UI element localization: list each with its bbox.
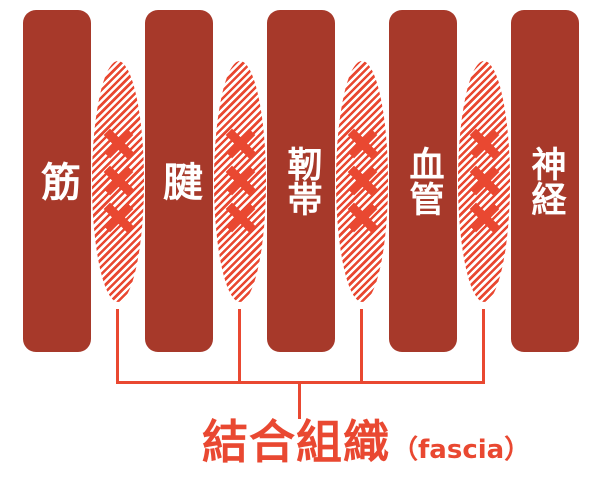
fascia-band bbox=[336, 61, 388, 302]
caption-sub: （fascia） bbox=[392, 435, 531, 465]
bar-nerve: 神経 bbox=[511, 10, 579, 352]
bracket-tick bbox=[482, 309, 485, 381]
x-mark-icon bbox=[102, 201, 135, 234]
x-mark-icon bbox=[346, 201, 379, 234]
bar-muscle-label: 筋 bbox=[34, 161, 80, 201]
x-mark-icon bbox=[468, 164, 501, 197]
x-mark-icon bbox=[102, 164, 135, 197]
bar-nerve-label: 神経 bbox=[525, 146, 566, 216]
x-mark-icon bbox=[468, 201, 501, 234]
x-mark-icon bbox=[346, 164, 379, 197]
bracket-tick bbox=[238, 309, 241, 381]
fascia-band bbox=[214, 61, 266, 302]
x-mark-icon bbox=[102, 127, 135, 160]
bar-ligament-label: 靭帯 bbox=[281, 146, 322, 216]
fascia-band bbox=[458, 61, 510, 302]
fascia-band bbox=[92, 61, 144, 302]
x-mark-icon bbox=[224, 201, 257, 234]
bracket-tick bbox=[116, 309, 119, 381]
x-mark-icon bbox=[468, 127, 501, 160]
bar-blood-vessel-label: 血管 bbox=[403, 146, 444, 216]
bar-tendon: 腱 bbox=[145, 10, 213, 352]
caption-main: 結合組織 bbox=[202, 415, 390, 469]
bar-muscle: 筋 bbox=[23, 10, 91, 352]
bar-ligament: 靭帯 bbox=[267, 10, 335, 352]
x-mark-icon bbox=[224, 164, 257, 197]
bracket-tick bbox=[360, 309, 363, 381]
bar-tendon-label: 腱 bbox=[156, 161, 202, 201]
bracket-stem bbox=[298, 381, 301, 419]
x-mark-icon bbox=[346, 127, 379, 160]
x-mark-icon bbox=[224, 127, 257, 160]
bar-blood-vessel: 血管 bbox=[389, 10, 457, 352]
caption: 結合組織 （fascia） bbox=[202, 419, 530, 465]
